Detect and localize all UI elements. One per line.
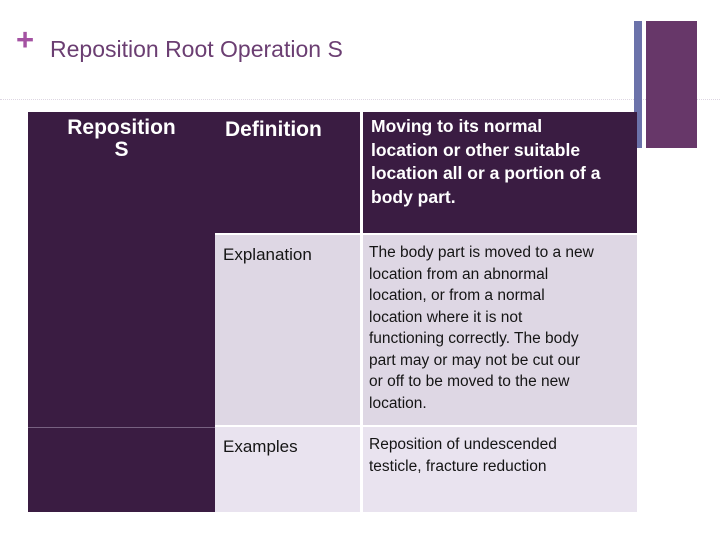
accent-bar-decoration [634, 21, 642, 148]
examples-content-cell: Reposition of undescended testicle, frac… [363, 427, 637, 512]
accent-rectangle-decoration [646, 21, 697, 148]
examples-label-cell: Examples [215, 427, 360, 512]
table-row-header-cell: Reposition S [28, 112, 215, 512]
row-header-label: Reposition S [67, 116, 176, 161]
definition-content-cell: Moving to its normal location or other s… [363, 112, 637, 233]
explanation-label-cell: Explanation [215, 235, 360, 425]
row-header-divider-line [28, 427, 215, 428]
explanation-content-cell: The body part is moved to a new location… [363, 235, 637, 425]
root-operation-table: Reposition S Definition Moving to its no… [28, 112, 637, 512]
title-separator-line [0, 99, 720, 100]
definition-label-cell: Definition [215, 112, 360, 233]
plus-icon: + [16, 22, 35, 57]
slide-title: Reposition Root Operation S [50, 36, 343, 62]
